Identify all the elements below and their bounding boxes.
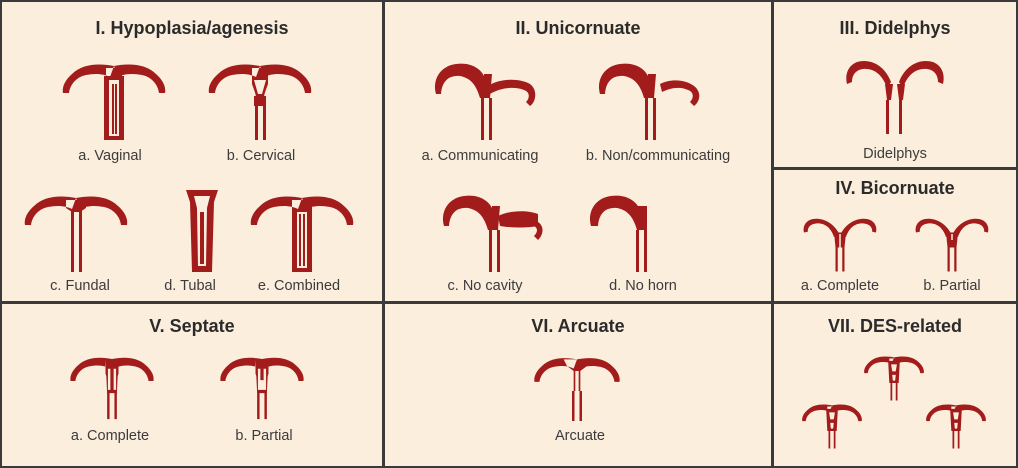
panel-title: II. Unicornuate [385, 18, 771, 39]
uterus-des-shape [920, 396, 992, 452]
label-fundal: c. Fundal [50, 278, 110, 294]
label-tubal: d. Tubal [164, 278, 216, 294]
divider-horizontal-right [774, 167, 1016, 170]
label-cervical: b. Cervical [227, 148, 296, 164]
panel-title: I. Hypoplasia/agenesis [2, 18, 382, 39]
panel-title: III. Didelphys [774, 18, 1016, 39]
label-arcuate: Arcuate [555, 428, 605, 444]
panel-title: VII. DES-related [774, 316, 1016, 337]
panel-unicornuate: II. Unicornuate a. Communicating b. Non/… [385, 2, 771, 301]
label-no-cavity: c. No cavity [448, 278, 523, 294]
uterus-des-shape [796, 396, 868, 452]
uterus-septate-complete-shape [52, 346, 172, 424]
uterus-bicornuate-partial-shape [902, 204, 1002, 276]
uterus-no-cavity-shape [429, 182, 559, 278]
panel-title: V. Septate [2, 316, 382, 337]
uterus-noncommunicating-shape [585, 50, 715, 146]
label-noncommunicating: b. Non/communicating [586, 148, 730, 164]
panel-arcuate: VI. Arcuate Arcuate [385, 304, 771, 466]
label-no-horn: d. No horn [609, 278, 677, 294]
uterus-arcuate-shape [515, 346, 639, 426]
uterus-combined-shape [242, 182, 362, 278]
panel-hypoplasia-agenesis: I. Hypoplasia/agenesis a. Vaginal b. Cer… [2, 2, 382, 301]
uterus-vaginal-shape [54, 50, 174, 146]
panel-title: VI. Arcuate [385, 316, 771, 337]
panel-bicornuate: IV. Bicornuate a. Complete b. Partial [774, 170, 1016, 301]
label-vaginal: a. Vaginal [78, 148, 141, 164]
uterus-septate-partial-shape [202, 346, 322, 424]
panel-didelphys: III. Didelphys Didelphys [774, 2, 1016, 167]
label-septate-partial: b. Partial [235, 428, 292, 444]
label-didelphys: Didelphys [863, 146, 927, 162]
divider-horizontal-main [2, 301, 1016, 304]
label-communicating: a. Communicating [422, 148, 539, 164]
uterus-bicornuate-complete-shape [790, 204, 890, 276]
label-combined: e. Combined [258, 278, 340, 294]
panel-septate: V. Septate a. Complete b. Partial [2, 304, 382, 466]
divider-vertical-right [771, 2, 774, 466]
uterus-fundal-shape [16, 182, 136, 278]
uterus-no-horn-shape [581, 182, 701, 278]
divider-vertical-left [382, 2, 385, 466]
panel-title: IV. Bicornuate [774, 178, 1016, 199]
panel-des-related: VII. DES-related [774, 304, 1016, 466]
label-bicornuate-partial: b. Partial [923, 278, 980, 294]
label-bicornuate-complete: a. Complete [801, 278, 879, 294]
uterus-communicating-shape [421, 50, 551, 146]
uterus-cervical-shape [200, 50, 320, 146]
label-septate-complete: a. Complete [71, 428, 149, 444]
uterus-didelphys-shape [835, 44, 955, 140]
